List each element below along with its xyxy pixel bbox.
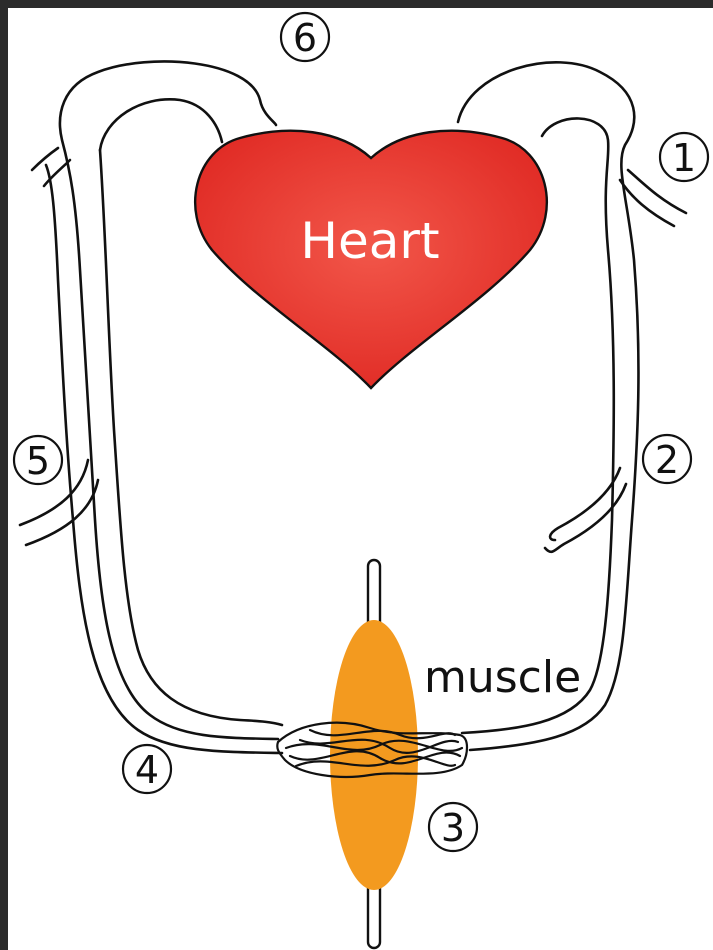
marker-3: 3: [429, 803, 477, 851]
branch-2: [545, 468, 626, 552]
marker-2-label: 2: [655, 438, 679, 482]
marker-4: 4: [123, 745, 171, 793]
marker-6-label: 6: [293, 16, 317, 60]
marker-6: 6: [281, 13, 329, 61]
marker-4-label: 4: [135, 748, 159, 792]
muscle-label: muscle: [424, 652, 581, 703]
marker-1: 1: [660, 133, 708, 181]
marker-1-label: 1: [672, 136, 696, 180]
heart-label: Heart: [300, 212, 439, 270]
marker-3-label: 3: [441, 806, 465, 850]
marker-5: 5: [14, 436, 62, 484]
marker-2: 2: [643, 435, 691, 483]
marker-5-label: 5: [26, 439, 50, 483]
